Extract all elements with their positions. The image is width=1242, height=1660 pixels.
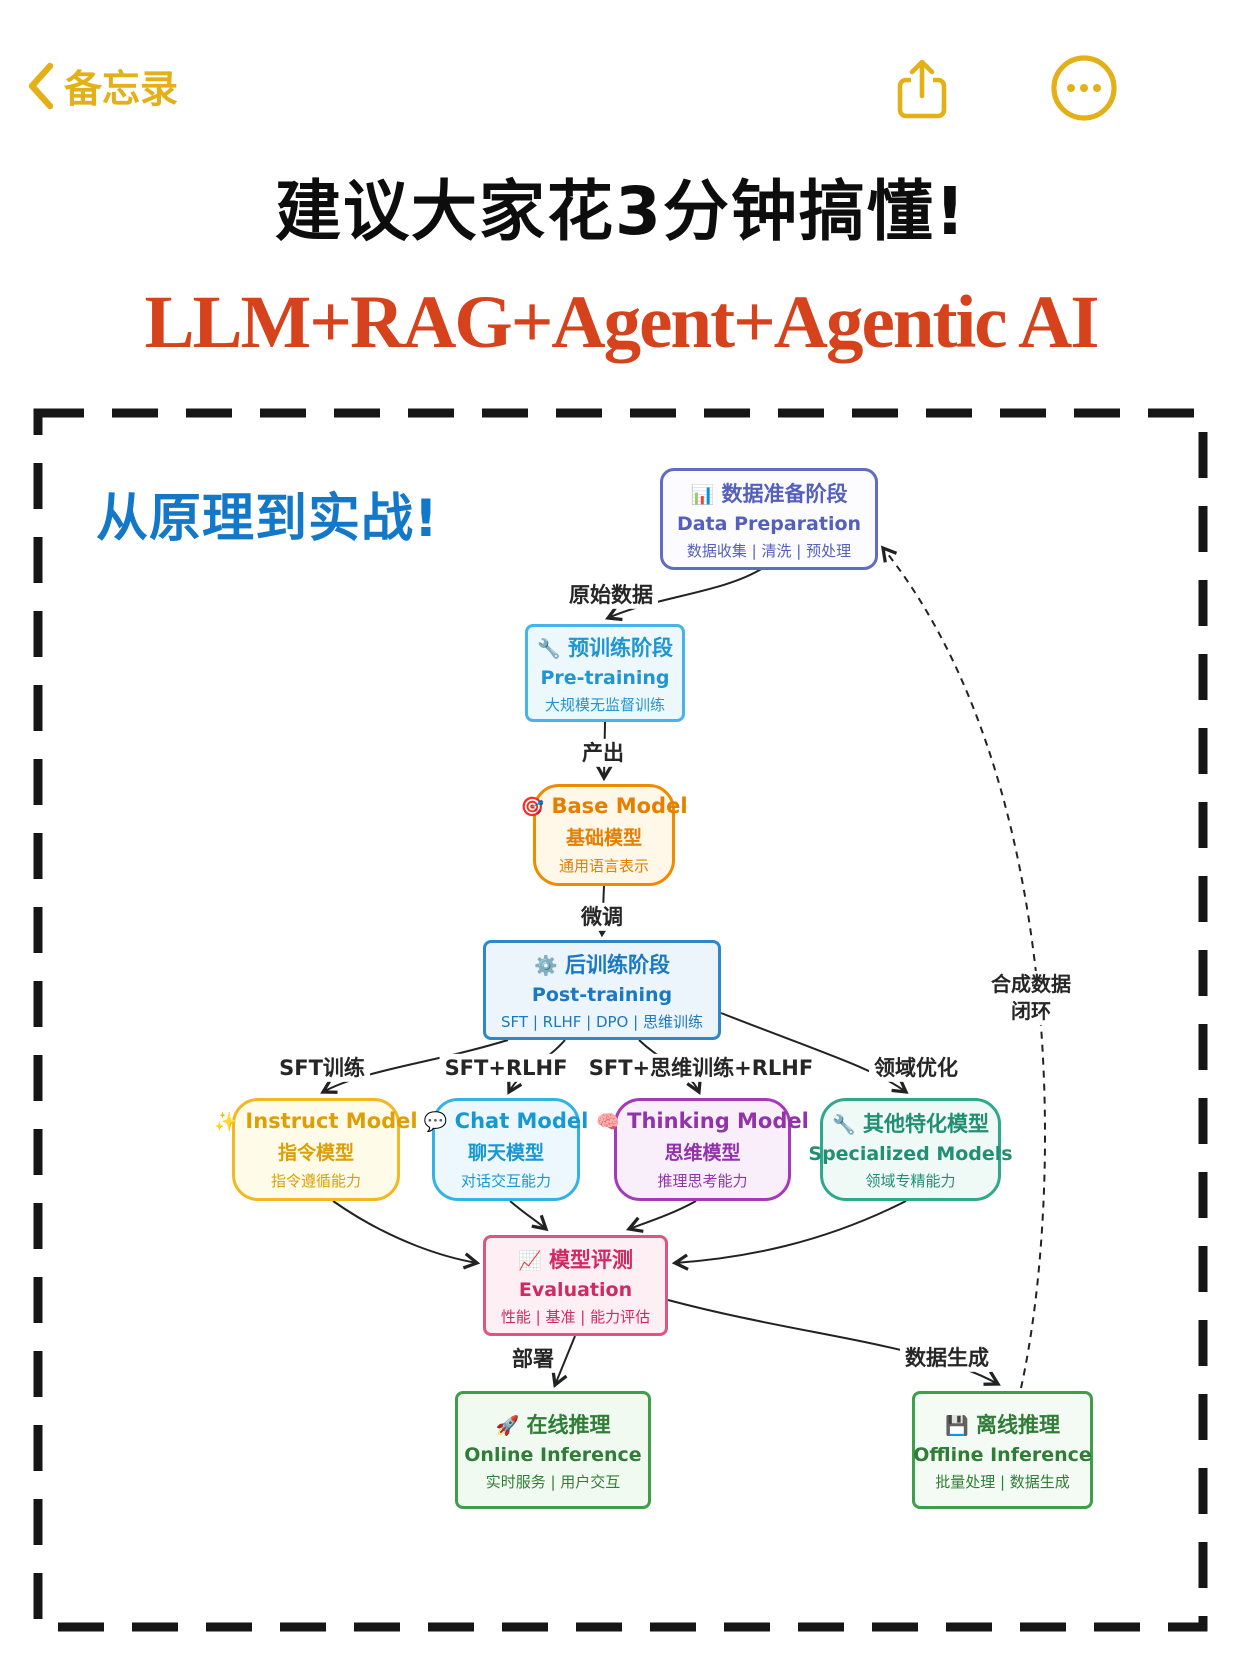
node-subtitle-en: Post-training xyxy=(531,983,673,1006)
page-title: 建议大家花3分钟搞懂! xyxy=(274,173,968,250)
speech-bubble-icon: 💬 xyxy=(423,1110,448,1133)
node-instruct-model: ✨ Instruct Model 指令模型 指令遵循能力 xyxy=(214,1098,418,1201)
node-subtitle-en: Specialized Models xyxy=(808,1143,1013,1165)
node-title: Instruct Model xyxy=(245,1108,418,1133)
edge-label-domain-opt: 领域优化 xyxy=(869,1053,963,1083)
edge-label-sft-rlhf: SFT+RLHF xyxy=(439,1053,573,1083)
diagram-board: 从原理到实战! xyxy=(33,408,1208,1632)
node-subtitle-en: Online Inference xyxy=(464,1443,642,1466)
back-button-label: 备忘录 xyxy=(64,67,179,111)
node-title: Base Model xyxy=(551,794,688,818)
back-button[interactable]: 备忘录 xyxy=(26,58,178,113)
node-base-model: 🎯 Base Model 基础模型 通用语言表示 xyxy=(521,784,688,886)
node-pre-training: 🔧 预训练阶段 Pre-training 大规模无监督训练 xyxy=(525,624,685,722)
node-caption: 指令遵循能力 xyxy=(270,1171,361,1190)
slogan-text: 从原理到实战! xyxy=(96,489,439,549)
chevron-left-icon xyxy=(28,62,54,109)
share-icon xyxy=(897,59,947,119)
node-caption: 实时服务 | 用户交互 xyxy=(485,1472,621,1491)
node-title: 数据准备阶段 xyxy=(721,481,848,506)
node-subtitle-cn: 思维模型 xyxy=(664,1141,741,1164)
node-title: 后训练阶段 xyxy=(564,952,670,977)
node-offline-inference: 💾 离线推理 Offline Inference 批量处理 | 数据生成 xyxy=(912,1391,1093,1509)
edge-label-synthetic-line2: 闭环 xyxy=(1011,999,1051,1023)
node-subtitle-en: Offline Inference xyxy=(913,1443,1092,1466)
node-chat-model: 💬 Chat Model 聊天模型 对话交互能力 xyxy=(424,1098,588,1201)
node-caption: 推理思考能力 xyxy=(657,1171,748,1190)
node-data-preparation: 📊 数据准备阶段 Data Preparation 数据收集 | 清洗 | 预处… xyxy=(660,468,878,570)
node-subtitle-en: Pre-training xyxy=(540,666,670,689)
edge-label-synthetic-loop: 合成数据 闭环 xyxy=(986,971,1076,1025)
node-title: Chat Model xyxy=(454,1108,589,1133)
share-button[interactable] xyxy=(893,56,951,126)
brain-icon: 🧠 xyxy=(596,1110,620,1133)
node-title: 其他特化模型 xyxy=(862,1112,989,1136)
node-caption: 性能 | 基准 | 能力评估 xyxy=(500,1308,651,1326)
chart-increasing-icon: 📈 xyxy=(518,1250,542,1272)
edge-label-data-gen: 数据生成 xyxy=(900,1343,994,1373)
node-subtitle-en: Evaluation xyxy=(518,1279,633,1301)
gear-icon: ⚙️ xyxy=(534,954,558,977)
node-thinking-model: 🧠 Thinking Model 思维模型 推理思考能力 xyxy=(596,1098,809,1201)
floppy-disk-icon: 💾 xyxy=(945,1414,969,1437)
edge-label-raw-data: 原始数据 xyxy=(564,580,658,610)
node-title: 离线推理 xyxy=(975,1412,1060,1437)
wrench-icon: 🔧 xyxy=(832,1114,856,1136)
node-evaluation: 📈 模型评测 Evaluation 性能 | 基准 | 能力评估 xyxy=(483,1235,668,1336)
edge-label-finetune: 微调 xyxy=(576,902,628,932)
node-subtitle-en: Data Preparation xyxy=(676,512,862,535)
wrench-icon: 🔧 xyxy=(537,637,561,660)
node-caption: 数据收集 | 清洗 | 预处理 xyxy=(686,541,852,560)
edge-label-sft-cot-rlhf: SFT+思维训练+RLHF xyxy=(583,1053,819,1083)
node-title: 预训练阶段 xyxy=(567,635,673,660)
node-specialized-models: 🔧 其他特化模型 Specialized Models 领域专精能力 xyxy=(808,1098,1013,1201)
sparkles-icon: ✨ xyxy=(214,1110,239,1133)
node-subtitle-cn: 基础模型 xyxy=(565,827,642,849)
node-caption: 大规模无监督训练 xyxy=(544,695,665,714)
node-title: 在线推理 xyxy=(526,1412,611,1437)
edge-label-produce: 产出 xyxy=(577,738,629,768)
bar-chart-icon: 📊 xyxy=(690,483,715,506)
target-icon: 🎯 xyxy=(520,796,545,818)
edge-label-synthetic-line1: 合成数据 xyxy=(991,972,1071,996)
node-title: 模型评测 xyxy=(548,1248,633,1272)
node-caption: 通用语言表示 xyxy=(558,857,649,875)
more-button[interactable] xyxy=(1050,54,1118,126)
node-caption: 对话交互能力 xyxy=(460,1171,551,1190)
page-subtitle: LLM+RAG+Agent+Agentic AI xyxy=(144,281,1099,364)
node-online-inference: 🚀 在线推理 Online Inference 实时服务 | 用户交互 xyxy=(455,1391,651,1509)
navbar: 备忘录 xyxy=(0,52,1242,124)
node-caption: 领域专精能力 xyxy=(865,1172,956,1190)
dashed-border xyxy=(33,408,1208,1632)
node-subtitle-cn: 聊天模型 xyxy=(467,1141,544,1164)
node-subtitle-cn: 指令模型 xyxy=(277,1141,354,1164)
node-caption: SFT | RLHF | DPO | 思维训练 xyxy=(501,1012,703,1031)
edge-label-sft: SFT训练 xyxy=(274,1053,370,1083)
node-caption: 批量处理 | 数据生成 xyxy=(935,1472,1070,1491)
node-title: Thinking Model xyxy=(627,1108,809,1133)
rocket-icon: 🚀 xyxy=(495,1414,520,1437)
ellipsis-circle-icon xyxy=(1051,55,1117,121)
edge-label-deploy: 部署 xyxy=(507,1344,559,1374)
node-post-training: ⚙️ 后训练阶段 Post-training SFT | RLHF | DPO … xyxy=(483,940,721,1040)
